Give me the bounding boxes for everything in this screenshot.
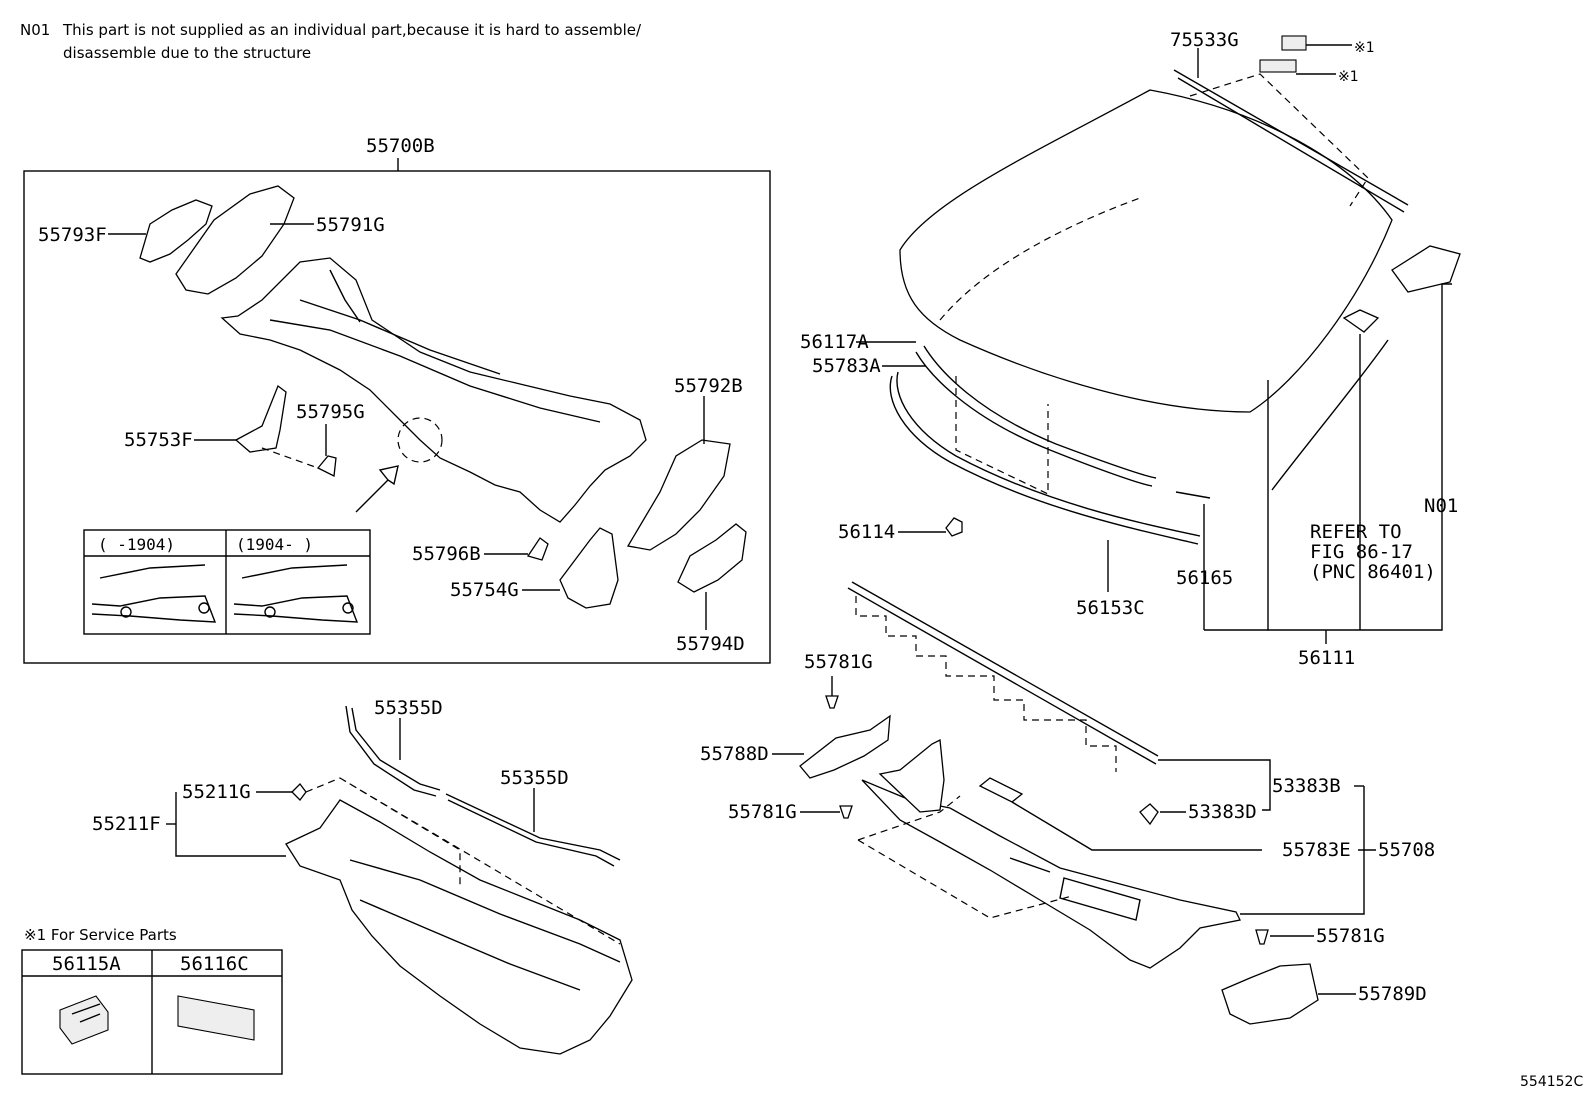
mark-1a: ※1: [1354, 40, 1375, 56]
label-55708: 55708: [1378, 839, 1435, 861]
label-75533G: 75533G: [1170, 29, 1239, 51]
inset-left-header: ( -1904): [98, 535, 175, 554]
label-55794D: 55794D: [676, 633, 745, 655]
refer-line3: (PNC 86401): [1310, 561, 1436, 583]
label-55795G: 55795G: [296, 401, 365, 423]
figure-code: 554152C: [1520, 1074, 1583, 1090]
n01-note-line1: This part is not supplied as an individu…: [62, 21, 642, 39]
tape-56116C-icon: [177, 995, 255, 1041]
weatherstrip-56117A: [915, 351, 1153, 487]
label-56116C: 56116C: [180, 953, 249, 975]
label-55211G: 55211G: [182, 781, 251, 803]
lower-cowl-panel: [285, 799, 633, 1055]
variant-inset-table: ( -1904) (1904- ): [83, 529, 371, 635]
label-53383B: 53383B: [1272, 775, 1341, 797]
clip-55211G: [291, 783, 307, 801]
windshield-glass: [899, 89, 1393, 413]
refer-line1: REFER TO: [1310, 521, 1402, 543]
cowl-panel-assembly-group: 55700B 55793F 55791G 55753F 55795G 55792…: [23, 135, 771, 664]
n01-code: N01: [20, 21, 50, 39]
n01-note-line2: disassemble due to the structure: [63, 44, 311, 62]
label-55793F: 55793F: [38, 224, 107, 246]
cowl-louver-group: 53383B 53383D 55783E 55708 55781G 55788D…: [700, 581, 1435, 1025]
clip-icon: [1281, 35, 1307, 51]
mark-1b: ※1: [1338, 69, 1359, 85]
label-56153C: 56153C: [1076, 597, 1145, 619]
label-N01: N01: [1424, 495, 1458, 517]
part-56114: [945, 517, 963, 537]
view-arrow: [355, 465, 399, 513]
label-55791G: 55791G: [316, 214, 385, 236]
cowl-louver-panel: [861, 779, 1241, 969]
seal-55355D-a: [351, 707, 441, 791]
cowl-panel-outline: [220, 257, 647, 523]
inset-right-header: (1904- ): [236, 535, 313, 554]
part-55793F: [139, 199, 213, 263]
fastener-55781G-c: [1255, 929, 1269, 945]
tape-icon: [1259, 59, 1297, 73]
molding-75533G: [1173, 69, 1409, 206]
sensor-bracket: [1391, 245, 1461, 293]
part-55795G: [316, 455, 337, 477]
part-55794D: [677, 523, 747, 593]
label-56117A: 56117A: [800, 331, 869, 353]
seal-55783E: [978, 777, 1024, 803]
label-55355D-b: 55355D: [500, 767, 569, 789]
fastener-55781G-b: [839, 805, 853, 819]
service-note: ※1 For Service Parts: [24, 926, 177, 944]
part-55753F: [234, 384, 287, 453]
refer-line2: FIG 86-17: [1310, 541, 1413, 563]
mirror-mount: [1342, 309, 1380, 333]
label-55781G-c: 55781G: [1316, 925, 1385, 947]
clip-53383D: [1139, 803, 1159, 826]
cowl-side-piece: [878, 738, 945, 813]
windshield-group: 75533G ※1 ※1 56117A 55783A 56114 56153C …: [800, 29, 1461, 669]
seal-55355D-b: [445, 793, 621, 861]
part-55754G: [559, 527, 619, 609]
label-55753F: 55753F: [124, 429, 193, 451]
dam-56153C: [889, 375, 1199, 545]
label-55792B: 55792B: [674, 375, 743, 397]
label-55788D: 55788D: [700, 743, 769, 765]
label-55783E: 55783E: [1282, 839, 1351, 861]
part-55796B: [526, 537, 549, 561]
label-55355D-a: 55355D: [374, 697, 443, 719]
part-55788D: [799, 714, 891, 779]
service-parts-table: ※1 For Service Parts 56115A 56116C: [21, 926, 283, 1075]
label-55754G: 55754G: [450, 579, 519, 601]
detail-circle: [397, 417, 443, 463]
label-55781G-b: 55781G: [728, 801, 797, 823]
label-55796B: 55796B: [412, 543, 481, 565]
seal-53383B: [847, 587, 1157, 765]
label-55781G-a: 55781G: [804, 651, 873, 673]
label-56115A: 56115A: [52, 953, 121, 975]
label-55783A: 55783A: [812, 355, 881, 377]
label-56111: 56111: [1298, 647, 1355, 669]
label-56114: 56114: [838, 521, 895, 543]
label-55211F: 55211F: [92, 813, 161, 835]
label-55789D: 55789D: [1358, 983, 1427, 1005]
label-53383D: 53383D: [1188, 801, 1257, 823]
lower-cowl-group: 55355D 55355D 55211G 55211F: [92, 697, 633, 1055]
label-55700B: 55700B: [366, 135, 435, 157]
part-55789D: [1221, 963, 1319, 1025]
part-55792B: [626, 439, 731, 551]
fastener-55781G-a: [825, 695, 839, 709]
